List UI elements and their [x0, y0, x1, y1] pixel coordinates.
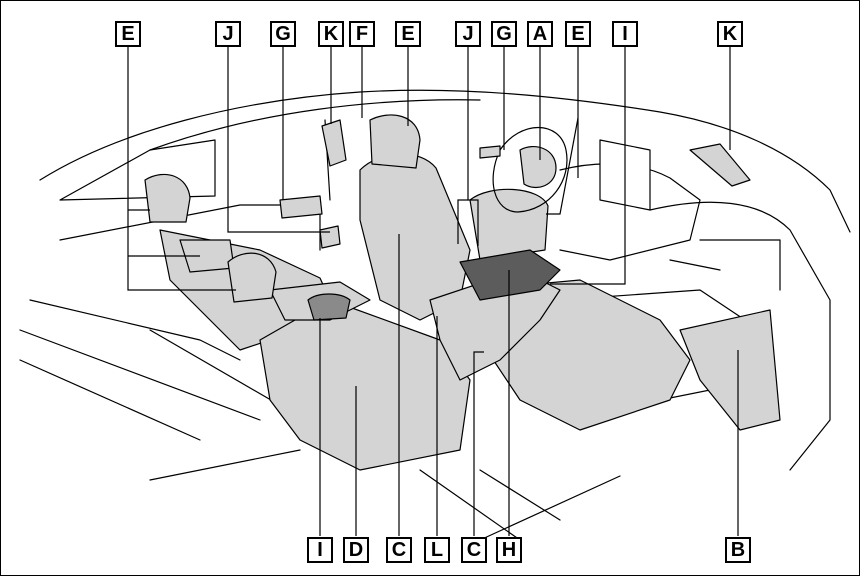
callout-c: C [461, 537, 487, 563]
callout-k: K [318, 21, 344, 47]
front-door-pocket [480, 146, 500, 158]
grab-handle-right [690, 144, 750, 186]
callout-c: C [386, 537, 412, 563]
callout-g: G [491, 21, 517, 47]
floor-mat-right [680, 310, 780, 430]
floor-front [420, 470, 560, 540]
callout-i: I [612, 21, 638, 47]
rear-headrest-right [228, 253, 276, 302]
callout-j: J [455, 21, 481, 47]
right-door-detail [670, 240, 780, 290]
callout-e: E [115, 21, 141, 47]
rear-door-handle [320, 226, 340, 248]
callout-e: E [565, 21, 591, 47]
grab-handle-left [322, 120, 346, 166]
steering-hub [520, 147, 556, 188]
rear-cupholder [308, 294, 350, 320]
callout-d: D [343, 537, 369, 563]
callout-g: G [270, 21, 296, 47]
callout-l: L [424, 537, 450, 563]
callout-h: H [496, 537, 522, 563]
rear-door-pocket [280, 196, 322, 218]
callout-i: I [307, 537, 333, 563]
rear-headrest-left [145, 174, 190, 222]
callout-k: K [717, 21, 743, 47]
front-seat-back-right [470, 189, 548, 260]
callout-j: J [215, 21, 241, 47]
callout-e: E [395, 21, 421, 47]
callout-f: F [349, 21, 375, 47]
front-passenger-headrest [370, 115, 420, 168]
callout-b: B [725, 537, 751, 563]
rear-side-window [60, 140, 215, 200]
callout-a: A [527, 21, 553, 47]
